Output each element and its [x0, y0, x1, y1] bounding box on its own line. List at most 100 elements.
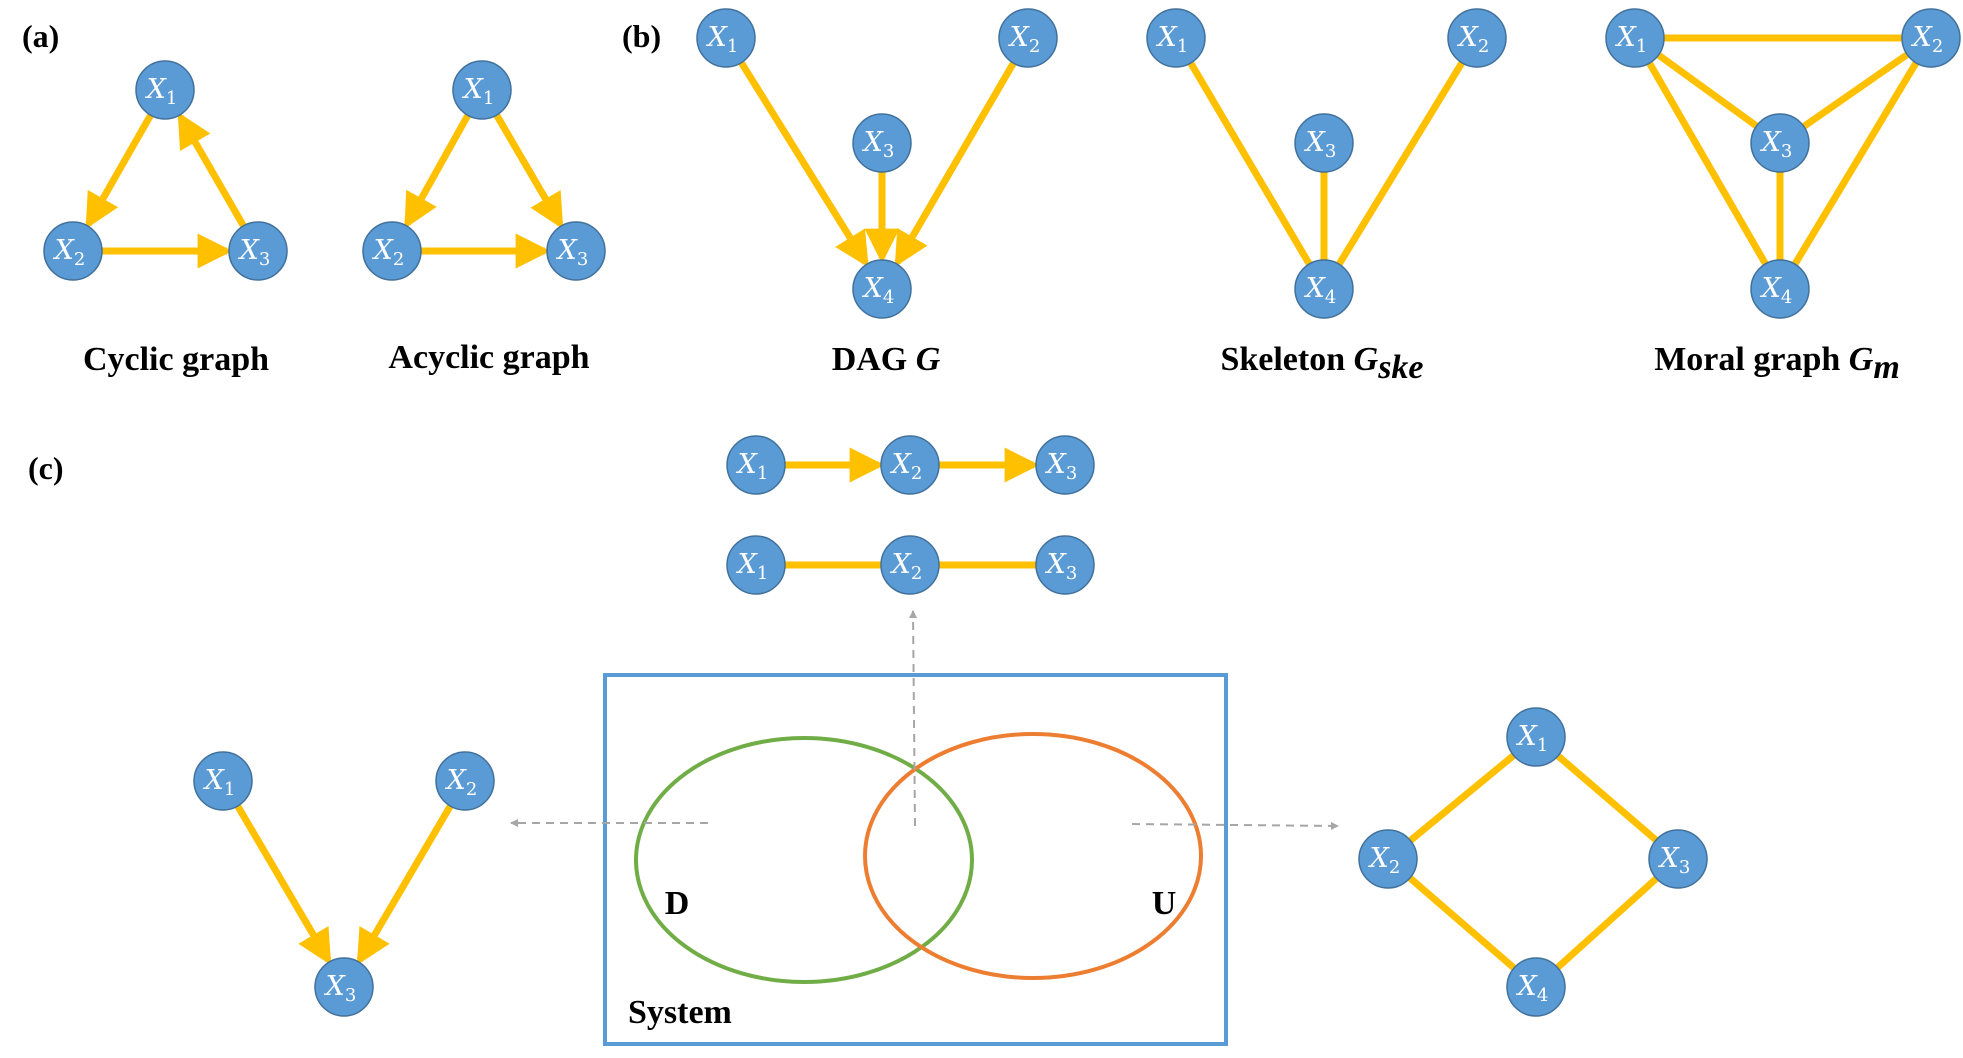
node-label: X1 — [1156, 22, 1189, 57]
node-subscript: 4 — [1781, 287, 1792, 308]
node-a1_x3: X3 — [228, 221, 288, 281]
node-subscript: 3 — [1781, 141, 1792, 162]
node-c1_x3: X3 — [314, 957, 374, 1017]
node-label: X3 — [1760, 127, 1793, 162]
caption-dag: DAG G — [832, 341, 941, 378]
edge-c4_x2-to-c4_x4 — [1406, 874, 1518, 972]
node-variable: X — [706, 22, 729, 53]
node-circle — [726, 535, 786, 595]
node-variable: X — [1045, 449, 1068, 480]
edges-layer — [85, 34, 1921, 972]
node-circle — [1648, 829, 1708, 889]
node-label: X2 — [1008, 22, 1041, 57]
node-circle — [135, 60, 195, 120]
node-b2_x2: X2 — [1447, 8, 1507, 68]
node-c4_x2: X2 — [1358, 829, 1418, 889]
node-circle — [852, 113, 912, 173]
node-circle — [1506, 707, 1566, 767]
node-label: X2 — [1911, 22, 1944, 57]
node-subscript: 1 — [1177, 36, 1188, 57]
node-b1_x3: X3 — [852, 113, 912, 173]
node-circle — [1447, 8, 1507, 68]
system-box — [603, 673, 1228, 1046]
caption-moral-subscript: m — [1873, 349, 1899, 386]
edge-c4_x3-to-c4_x4 — [1553, 874, 1661, 972]
node-label: X3 — [1658, 843, 1691, 878]
node-subscript: 1 — [483, 88, 494, 109]
node-circle — [726, 435, 786, 495]
node-label: X3 — [238, 235, 271, 270]
node-subscript: 3 — [1066, 463, 1077, 484]
node-subscript: 1 — [757, 463, 768, 484]
node-b3_x4: X4 — [1750, 259, 1810, 319]
node-variable: X — [372, 235, 395, 266]
node-circle — [1294, 259, 1354, 319]
node-variable: X — [462, 74, 485, 105]
caption-cyclic-graph: Cyclic graph — [83, 341, 269, 378]
node-label: X1 — [145, 74, 178, 109]
caption-skeleton-subscript: ske — [1377, 349, 1423, 386]
node-subscript: 2 — [1932, 36, 1943, 57]
node-b1_x1: X1 — [696, 8, 756, 68]
node-b1_x2: X2 — [998, 8, 1058, 68]
node-subscript: 2 — [393, 249, 404, 270]
node-subscript: 2 — [74, 249, 85, 270]
edge-b3_x2-to-b3_x3 — [1800, 50, 1911, 131]
panel-label-b: (b) — [622, 18, 661, 54]
node-circle — [1294, 113, 1354, 173]
node-circle — [1035, 535, 1095, 595]
edge-b3_x1-to-b3_x3 — [1654, 51, 1761, 130]
caption-moral-graph: Moral graph Gm — [1654, 341, 1900, 386]
node-label: X1 — [736, 549, 769, 584]
edge-c1_x1-to-c1_x3 — [233, 802, 332, 966]
node-variable: X — [862, 273, 885, 304]
node-label: X1 — [462, 74, 495, 109]
node-label: X1 — [736, 449, 769, 484]
node-variable: X — [1304, 127, 1327, 158]
node-c1_x2: X2 — [435, 751, 495, 811]
node-circle — [880, 435, 940, 495]
node-variable: X — [736, 549, 759, 580]
node-b2_x1: X1 — [1146, 8, 1206, 68]
set-d-ellipse — [634, 736, 974, 984]
node-subscript: 2 — [1029, 36, 1040, 57]
node-label: X2 — [1368, 843, 1401, 878]
node-c2_x3: X3 — [1035, 435, 1095, 495]
panel-label-a: (a) — [22, 18, 59, 54]
node-circle — [1035, 435, 1095, 495]
edge-b3_x2-to-b3_x4 — [1790, 59, 1921, 268]
node-b1_x4: X4 — [852, 259, 912, 319]
caption-skeleton-symbol: G — [1354, 341, 1379, 378]
node-subscript: 3 — [1066, 563, 1077, 584]
node-circle — [228, 221, 288, 281]
node-a2_x2: X2 — [362, 221, 422, 281]
node-variable: X — [736, 449, 759, 480]
node-label: X4 — [862, 273, 895, 308]
node-label: X4 — [1760, 273, 1793, 308]
node-variable: X — [556, 235, 579, 266]
node-circle — [1605, 8, 1665, 68]
node-label: X4 — [1304, 273, 1337, 308]
node-subscript: 1 — [166, 88, 177, 109]
node-subscript: 1 — [757, 563, 768, 584]
node-label: X2 — [890, 549, 923, 584]
node-variable: X — [1156, 22, 1179, 53]
node-subscript: 2 — [466, 779, 477, 800]
node-variable: X — [324, 971, 347, 1002]
node-circle — [696, 8, 756, 68]
node-label: X2 — [1457, 22, 1490, 57]
node-subscript: 4 — [1325, 287, 1336, 308]
node-label: X3 — [1304, 127, 1337, 162]
node-variable: X — [1911, 22, 1934, 53]
edge-b1_x2-to-b1_x4 — [894, 59, 1018, 268]
node-label: X4 — [1516, 971, 1549, 1006]
node-subscript: 1 — [1636, 36, 1647, 57]
node-subscript: 3 — [259, 249, 270, 270]
node-label: X3 — [556, 235, 589, 270]
node-label: X3 — [1045, 449, 1078, 484]
node-variable: X — [1457, 22, 1480, 53]
node-label: X1 — [203, 765, 236, 800]
node-variable: X — [1304, 273, 1327, 304]
dashed-arrow-up — [909, 610, 918, 827]
